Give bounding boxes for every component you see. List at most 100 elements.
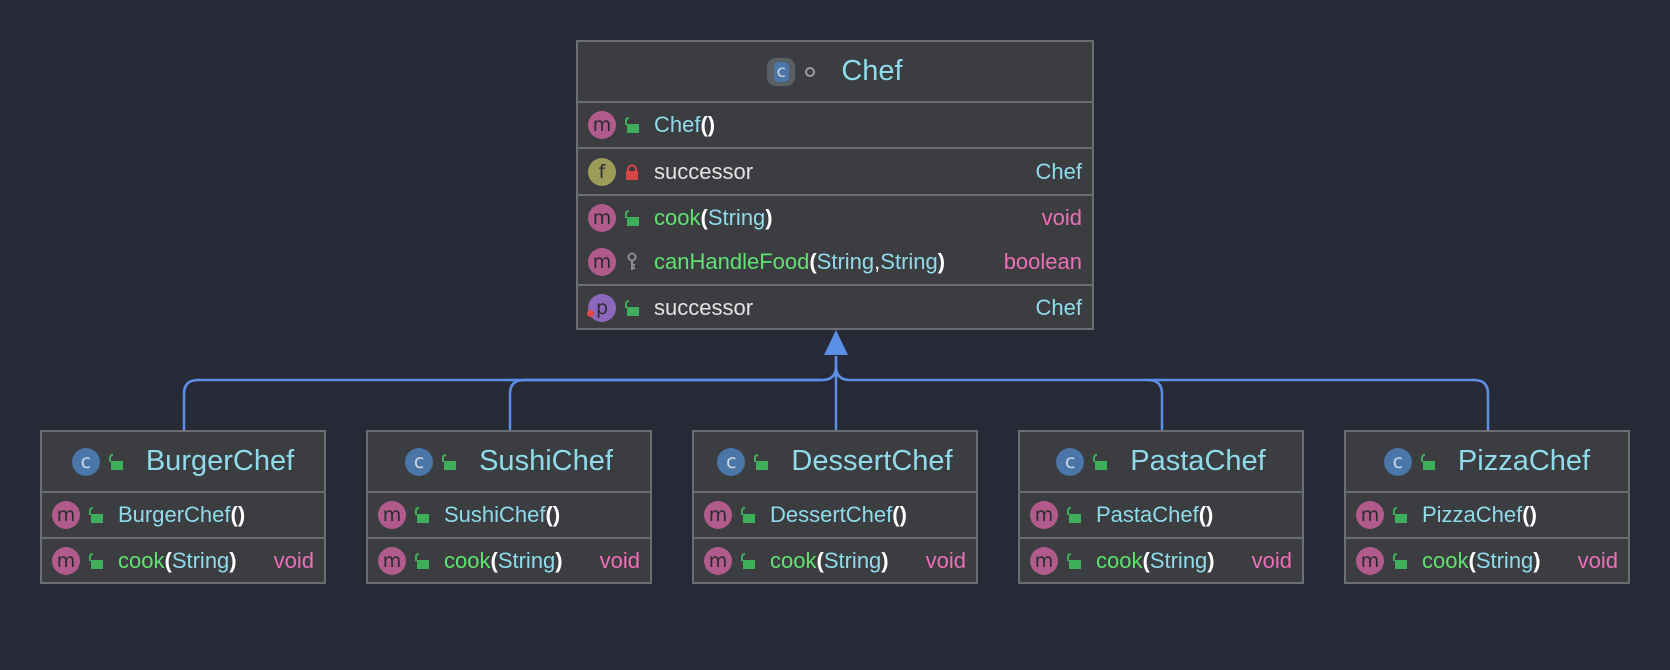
param-type: String bbox=[707, 205, 766, 230]
return-type: void bbox=[925, 548, 966, 573]
paren-empty: () bbox=[545, 502, 561, 527]
param-type: String bbox=[171, 548, 230, 573]
public-unlocked-icon bbox=[1392, 504, 1408, 526]
method-row-cook[interactable]: m cook(String) void bbox=[578, 196, 1092, 240]
return-type: boolean bbox=[1003, 249, 1082, 274]
paren-empty: () bbox=[700, 112, 716, 137]
method-row-cook[interactable]: m cook(String) void bbox=[368, 539, 650, 583]
method-name: cook bbox=[1096, 548, 1143, 573]
class-dessertchef[interactable]: c DessertChef m DessertChef() m cook(Str… bbox=[692, 430, 978, 584]
method-icon: m bbox=[1356, 501, 1384, 529]
constructor-name: SushiChef bbox=[444, 502, 546, 527]
field-row[interactable]: f successor Chef bbox=[578, 149, 1092, 194]
constructor-row[interactable]: m BurgerChef() bbox=[42, 493, 324, 537]
properties-section: p successor Chef bbox=[578, 286, 1092, 330]
method-icon: m bbox=[1356, 547, 1384, 575]
class-title: Chef bbox=[841, 55, 903, 87]
method-name: cook bbox=[444, 548, 491, 573]
method-row-cook[interactable]: m cook(String) void bbox=[1346, 539, 1628, 583]
constructor-name: PastaChef bbox=[1096, 502, 1199, 527]
paren-close: ) bbox=[555, 548, 563, 573]
method-icon: m bbox=[52, 501, 80, 529]
method-row-cook[interactable]: m cook(String) void bbox=[42, 539, 324, 583]
method-name: cook bbox=[770, 548, 817, 573]
public-unlocked-icon bbox=[1066, 550, 1082, 572]
method-name: cook bbox=[1422, 548, 1469, 573]
class-icon: c bbox=[1383, 447, 1412, 476]
method-icon: m bbox=[588, 248, 616, 276]
class-icon: c bbox=[71, 447, 100, 476]
methods-section: m cook(String) void m canHandleFood(Stri… bbox=[578, 196, 1092, 286]
class-title: PastaChef bbox=[1130, 445, 1266, 477]
public-unlocked-icon bbox=[1092, 451, 1108, 473]
public-unlocked-icon bbox=[88, 550, 104, 572]
constructors-section: m PizzaChef() bbox=[1346, 493, 1628, 539]
public-unlocked-icon bbox=[414, 550, 430, 572]
property-name: successor bbox=[654, 295, 754, 320]
public-unlocked-icon bbox=[624, 114, 640, 136]
constructor-row[interactable]: m PizzaChef() bbox=[1346, 493, 1628, 537]
paren-close: ) bbox=[881, 548, 889, 573]
param-type: String bbox=[1149, 548, 1208, 573]
field-name: successor bbox=[654, 158, 754, 184]
method-icon: m bbox=[378, 501, 406, 529]
connector-pastachef bbox=[834, 365, 1164, 430]
constructor-row[interactable]: m DessertChef() bbox=[694, 493, 976, 537]
method-row-cook[interactable]: m cook(String) void bbox=[694, 539, 976, 583]
class-sushichef[interactable]: c SushiChef m SushiChef() m cook(String)… bbox=[366, 430, 652, 584]
private-lock-icon bbox=[624, 161, 640, 183]
class-header: c Chef bbox=[578, 42, 1092, 103]
public-unlocked-icon bbox=[740, 550, 756, 572]
return-type: void bbox=[599, 548, 640, 573]
method-icon: m bbox=[588, 111, 616, 139]
class-header: c DessertChef bbox=[694, 432, 976, 493]
public-unlocked-icon bbox=[753, 451, 769, 473]
constructor-name: DessertChef bbox=[770, 502, 893, 527]
protected-key-icon bbox=[624, 251, 640, 273]
return-type: void bbox=[1041, 205, 1082, 230]
method-row-cook[interactable]: m cook(String) void bbox=[1020, 539, 1302, 583]
property-icon: p bbox=[588, 294, 616, 322]
paren-empty: () bbox=[892, 502, 907, 527]
class-header: c BurgerChef bbox=[42, 432, 324, 493]
return-type: void bbox=[1577, 548, 1618, 573]
method-icon: m bbox=[704, 547, 732, 575]
public-unlocked-icon bbox=[414, 504, 430, 526]
constructors-section: m BurgerChef() bbox=[42, 493, 324, 539]
inheritance-arrowhead bbox=[824, 330, 848, 355]
constructors-section: m Chef() bbox=[578, 103, 1092, 149]
paren-close: ) bbox=[229, 548, 237, 573]
constructor-row[interactable]: m SushiChef() bbox=[368, 493, 650, 537]
method-icon: m bbox=[1030, 547, 1058, 575]
field-type: Chef bbox=[1035, 158, 1082, 184]
methods-section: m cook(String) void bbox=[42, 539, 324, 583]
property-marker-dot bbox=[587, 310, 594, 317]
public-unlocked-icon bbox=[88, 504, 104, 526]
param-type: String bbox=[1475, 548, 1534, 573]
public-unlocked-icon bbox=[624, 297, 640, 319]
paren-empty: () bbox=[230, 502, 246, 527]
constructor-row[interactable]: m Chef() bbox=[578, 103, 1092, 147]
class-pizzachef[interactable]: c PizzaChef m PizzaChef() m cook(String)… bbox=[1344, 430, 1630, 584]
paren-open: ( bbox=[490, 548, 498, 573]
public-unlocked-icon bbox=[1066, 504, 1082, 526]
method-row-canhandlefood[interactable]: m canHandleFood(String, String) boolean bbox=[578, 240, 1092, 284]
methods-section: m cook(String) void bbox=[694, 539, 976, 583]
class-chef[interactable]: c Chef m Chef() f successor Chef m cook(… bbox=[576, 40, 1094, 330]
class-pastachef[interactable]: c PastaChef m PastaChef() m cook(String)… bbox=[1018, 430, 1304, 584]
public-unlocked-icon bbox=[740, 504, 756, 526]
paren-empty: () bbox=[1198, 502, 1214, 527]
paren-open: ( bbox=[164, 548, 172, 573]
class-burgerchef[interactable]: c BurgerChef m BurgerChef() m cook(Strin… bbox=[40, 430, 326, 584]
field-icon: f bbox=[588, 157, 616, 186]
class-title: DessertChef bbox=[791, 445, 953, 477]
method-name: cook bbox=[118, 548, 165, 573]
paren-close: ) bbox=[1533, 548, 1541, 573]
constructor-name: PizzaChef bbox=[1422, 502, 1523, 527]
abstract-circle-icon bbox=[805, 66, 816, 77]
property-row[interactable]: p successor Chef bbox=[578, 286, 1092, 330]
public-unlocked-icon bbox=[1420, 451, 1436, 473]
constructor-row[interactable]: m PastaChef() bbox=[1020, 493, 1302, 537]
class-icon: c bbox=[717, 447, 746, 476]
